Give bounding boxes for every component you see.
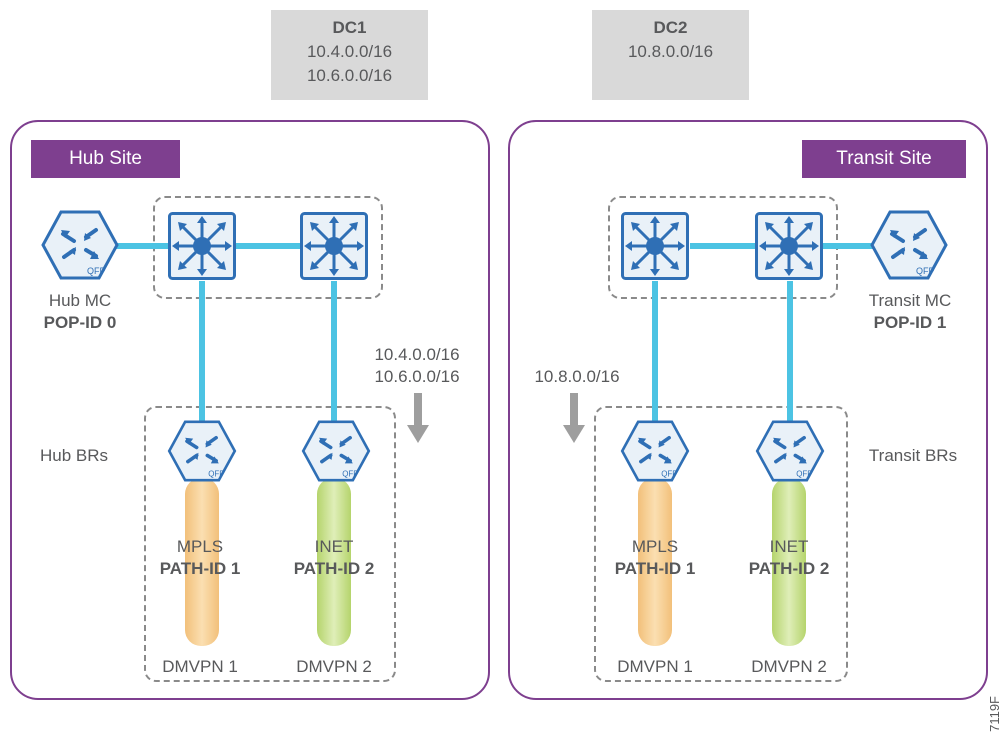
hub-down-arrow-icon bbox=[407, 393, 429, 443]
hub-path1-id: PATH-ID 1 bbox=[159, 559, 241, 578]
transit-mc-pop: POP-ID 1 bbox=[873, 313, 947, 332]
dc1-prefix: 10.4.0.0/16 bbox=[306, 42, 393, 61]
transit-mc-name: Transit MC bbox=[868, 291, 952, 310]
transit-path1-id: PATH-ID 1 bbox=[614, 559, 696, 578]
hub-advert-prefix: 10.6.0.0/16 bbox=[374, 367, 460, 386]
transit-br-router-icon bbox=[616, 420, 694, 482]
dc2-title: DC2 bbox=[653, 18, 688, 37]
hub-mc-label: Hub MC POP-ID 0 bbox=[30, 290, 130, 334]
hub-br-group bbox=[144, 406, 396, 682]
hub-mc-link bbox=[110, 243, 170, 249]
transit-brs-label: Transit BRs bbox=[868, 446, 958, 465]
hub-dmvpn2-label: DMVPN 2 bbox=[296, 657, 372, 676]
hub-path1-name: MPLS bbox=[176, 537, 224, 556]
transit-br-router-icon bbox=[751, 420, 829, 482]
figure-code: 7119F bbox=[987, 696, 1002, 732]
hub-advert-label: 10.4.0.0/16 10.6.0.0/16 bbox=[362, 344, 472, 388]
dc1-title: DC1 bbox=[332, 18, 367, 37]
transit-path1-label: MPLS PATH-ID 1 bbox=[600, 536, 710, 580]
dc2-prefix: 10.8.0.0/16 bbox=[627, 42, 714, 61]
dc2-box: DC2 10.8.0.0/16 bbox=[592, 10, 749, 100]
hub-inet-tube bbox=[317, 478, 351, 646]
hub-brs-label: Hub BRs bbox=[40, 446, 109, 465]
hub-path2-name: INET bbox=[314, 537, 354, 556]
transit-advert-label: 10.8.0.0/16 bbox=[534, 367, 620, 386]
transit-path2-name: INET bbox=[769, 537, 809, 556]
transit-core-link bbox=[690, 243, 756, 249]
transit-dmvpn1-label: DMVPN 1 bbox=[617, 657, 693, 676]
hub-site-tag: Hub Site bbox=[31, 140, 180, 178]
transit-site-tag: Transit Site bbox=[802, 140, 966, 178]
transit-inet-tube bbox=[772, 478, 806, 646]
transit-path1-name: MPLS bbox=[631, 537, 679, 556]
transit-down-arrow-icon bbox=[563, 393, 585, 443]
transit-mc-link bbox=[820, 243, 884, 249]
hub-mpls-tube bbox=[185, 478, 219, 646]
transit-core-switch-icon bbox=[621, 212, 689, 280]
transit-path2-id: PATH-ID 2 bbox=[748, 559, 830, 578]
dc1-box: DC1 10.4.0.0/16 10.6.0.0/16 bbox=[271, 10, 428, 100]
hub-mc-router-icon bbox=[41, 210, 119, 280]
transit-site-frame bbox=[508, 120, 988, 700]
hub-mpls-link bbox=[199, 281, 205, 421]
dc1-prefix: 10.6.0.0/16 bbox=[306, 66, 393, 85]
hub-mc-pop: POP-ID 0 bbox=[43, 313, 117, 332]
hub-advert-prefix: 10.4.0.0/16 bbox=[374, 345, 460, 364]
hub-core-switch-icon bbox=[168, 212, 236, 280]
hub-mc-name: Hub MC bbox=[48, 291, 112, 310]
hub-path2-id: PATH-ID 2 bbox=[293, 559, 375, 578]
transit-mc-label: Transit MC POP-ID 1 bbox=[850, 290, 970, 334]
hub-path2-label: INET PATH-ID 2 bbox=[279, 536, 389, 580]
transit-path2-label: INET PATH-ID 2 bbox=[734, 536, 844, 580]
hub-br-router-icon bbox=[297, 420, 375, 482]
hub-core-link bbox=[236, 243, 302, 249]
transit-core-switch-icon bbox=[755, 212, 823, 280]
transit-mpls-link bbox=[652, 281, 658, 421]
hub-br-router-icon bbox=[163, 420, 241, 482]
transit-dmvpn2-label: DMVPN 2 bbox=[751, 657, 827, 676]
transit-inet-link bbox=[787, 281, 793, 421]
transit-mc-router-icon bbox=[870, 210, 948, 280]
hub-dmvpn1-label: DMVPN 1 bbox=[162, 657, 238, 676]
hub-path1-label: MPLS PATH-ID 1 bbox=[145, 536, 255, 580]
hub-core-switch-icon bbox=[300, 212, 368, 280]
transit-br-group bbox=[594, 406, 848, 682]
hub-site-frame bbox=[10, 120, 490, 700]
hub-inet-link bbox=[331, 281, 337, 421]
transit-mpls-tube bbox=[638, 478, 672, 646]
